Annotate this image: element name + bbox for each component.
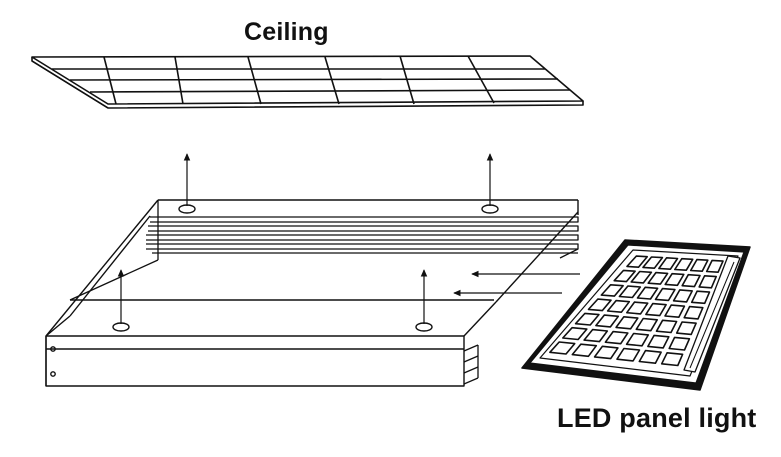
led-cell	[627, 302, 648, 314]
led-cell	[631, 272, 651, 283]
led-cell	[682, 275, 700, 287]
led-panel-label: LED panel light	[557, 403, 757, 433]
led-cell	[662, 353, 683, 366]
led-cell	[669, 337, 689, 350]
led-cell	[601, 285, 623, 296]
led-cell	[665, 274, 684, 286]
led-cell	[584, 330, 607, 342]
led-cell	[639, 351, 661, 364]
led-cell	[684, 307, 703, 319]
led-cell	[619, 286, 640, 298]
led-cell	[550, 342, 575, 354]
led-cell	[707, 260, 723, 272]
led-cell	[648, 273, 667, 285]
led-cell	[677, 322, 696, 334]
led-cell	[665, 305, 684, 317]
led-cell	[617, 349, 640, 361]
led-cell	[616, 317, 638, 329]
direction-arrows	[117, 153, 580, 324]
led-cell	[627, 256, 647, 267]
led-cell	[659, 258, 678, 269]
led-cell	[576, 313, 599, 325]
led-cell	[691, 260, 708, 272]
led-cell	[596, 315, 618, 327]
ceiling-grid	[32, 56, 583, 108]
ceiling-label: Ceiling	[244, 18, 329, 46]
led-cell	[656, 289, 675, 301]
led-cell	[595, 346, 618, 358]
led-cell	[563, 328, 587, 340]
led-cell	[675, 259, 693, 271]
led-cell	[699, 276, 716, 288]
led-cell	[692, 291, 710, 303]
led-cell	[648, 335, 669, 348]
led-cell	[674, 290, 693, 302]
led-panel-illustration	[522, 240, 750, 390]
led-cell	[589, 299, 612, 311]
led-cell	[657, 320, 677, 332]
led-cell	[608, 301, 630, 313]
led-cell-grid	[550, 256, 723, 365]
led-cell	[646, 304, 666, 316]
led-cell	[636, 319, 657, 331]
led-cell	[605, 332, 627, 344]
led-cell	[614, 270, 635, 281]
mounting-frame	[46, 200, 578, 386]
led-cell	[627, 334, 649, 346]
led-cell	[643, 257, 662, 268]
led-cell	[638, 287, 658, 299]
led-cell	[572, 344, 596, 356]
